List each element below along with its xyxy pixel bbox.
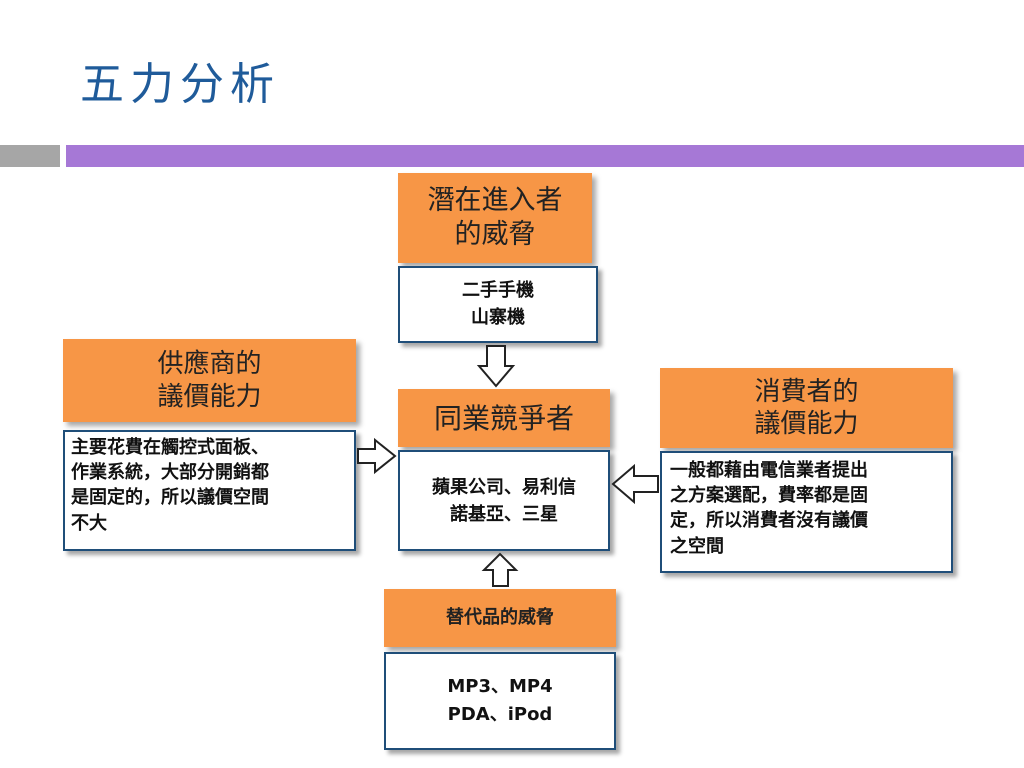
substitutes-detail: MP3、MP4 PDA、iPod	[384, 652, 616, 750]
entrants-heading: 潛在進入者 的威脅	[398, 173, 592, 263]
entrants-detail: 二手手機 山寨機	[398, 266, 598, 343]
substitutes-heading: 替代品的威脅	[384, 589, 616, 647]
suppliers-detail: 主要花費在觸控式面板、 作業系統，大部分開銷都 是固定的，所以議價空間 不大	[63, 430, 356, 551]
slide-title: 五力分析	[80, 59, 280, 110]
arrow-down-icon	[476, 345, 516, 388]
arrow-right-icon	[357, 437, 397, 475]
arrow-up-icon	[481, 552, 519, 587]
arrow-left-icon	[611, 463, 659, 505]
buyers-heading: 消費者的 議價能力	[660, 368, 953, 448]
purple-accent-bar	[66, 145, 1024, 167]
rivalry-detail: 蘋果公司、易利信 諾基亞、三星	[398, 450, 610, 551]
gray-accent-bar	[0, 145, 60, 167]
rivalry-heading: 同業競爭者	[398, 389, 610, 447]
suppliers-heading: 供應商的 議價能力	[63, 339, 356, 422]
buyers-detail: 一般都藉由電信業者提出 之方案選配，費率都是固 定，所以消費者沒有議價 之空間	[660, 451, 953, 573]
